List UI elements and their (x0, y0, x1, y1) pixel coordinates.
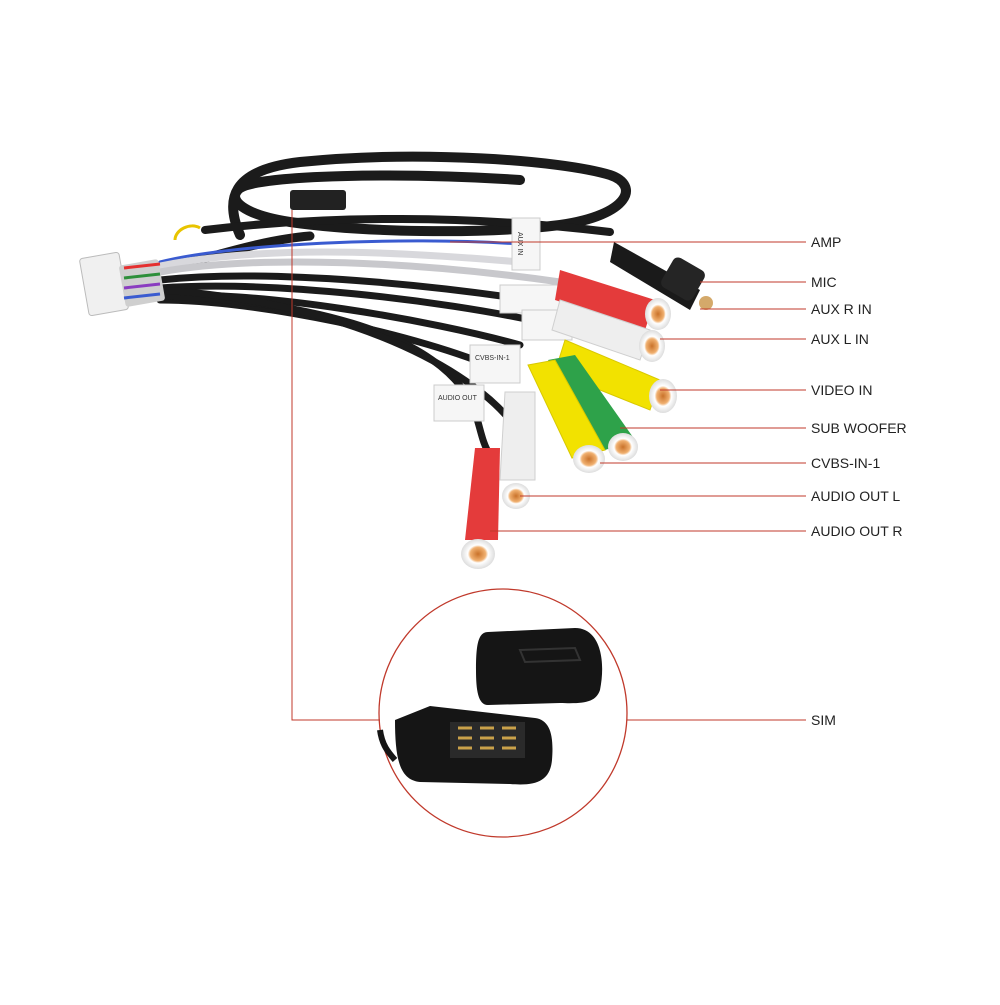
label-mic: MIC (811, 274, 837, 290)
cable-tags: AUX IN CVBS-IN-1 AUDIO OUT (433, 217, 573, 422)
sim-card-holder (377, 628, 603, 785)
inline-module (290, 190, 346, 210)
rca-aux-l-in (551, 299, 665, 362)
rca-sub-woofer (548, 355, 638, 461)
label-audio-out-r: AUDIO OUT R (811, 523, 903, 539)
rca-video-in (554, 339, 677, 413)
wire-bundle (155, 231, 564, 459)
rca-plugs (461, 270, 677, 569)
callout-lines (291, 210, 806, 721)
label-video-in: VIDEO IN (811, 382, 873, 398)
tag-cvbs: CVBS-IN-1 (475, 355, 510, 362)
label-sim: SIM (811, 712, 836, 728)
label-sub-woofer: SUB WOOFER (811, 420, 907, 436)
label-amp: AMP (811, 234, 842, 250)
multi-pin-connector (79, 224, 201, 317)
label-audio-out-l: AUDIO OUT L (811, 488, 901, 504)
label-aux-l-in: AUX L IN (811, 331, 869, 347)
amp-mic-connector (610, 242, 713, 310)
label-aux-r-in: AUX R IN (811, 301, 872, 317)
rca-cvbs-in-1 (527, 359, 606, 473)
leader-sim-module (291, 210, 380, 721)
rca-audio-out-r (461, 448, 500, 569)
rca-aux-r-in (555, 270, 671, 330)
tag-audio-out: AUDIO OUT (438, 395, 478, 402)
rca-audio-out-l (499, 391, 536, 509)
black-cable-loop (201, 151, 631, 240)
label-cvbs-in-1: CVBS-IN-1 (811, 455, 881, 471)
tag-aux: AUX IN (516, 232, 523, 255)
